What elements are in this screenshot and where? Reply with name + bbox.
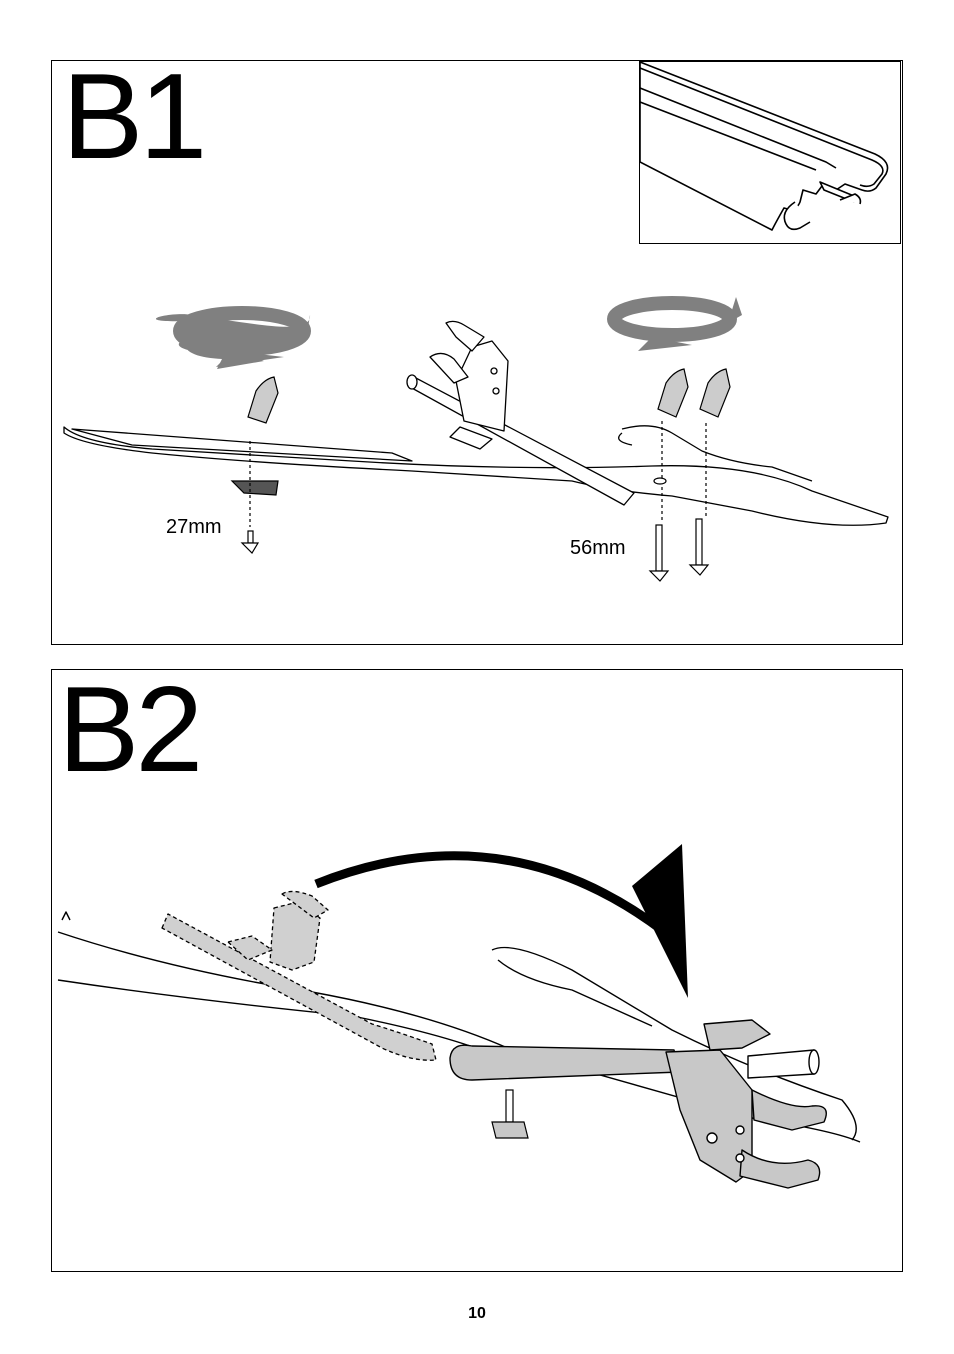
long-bolt-length-label: 56mm: [570, 537, 626, 560]
rotate-arrow-icon: [614, 297, 742, 351]
step-b1-drawing: [52, 61, 902, 644]
curved-arrow-icon: [316, 844, 688, 998]
rotate-arrow-icon: [156, 313, 310, 369]
step-b2-drawing: [52, 670, 902, 1271]
short-bolt-length-label: 27mm: [166, 516, 222, 539]
step-b2-panel: B2: [51, 669, 903, 1272]
page-number: 10: [0, 1305, 954, 1323]
step-b1-panel: B1: [51, 60, 903, 645]
